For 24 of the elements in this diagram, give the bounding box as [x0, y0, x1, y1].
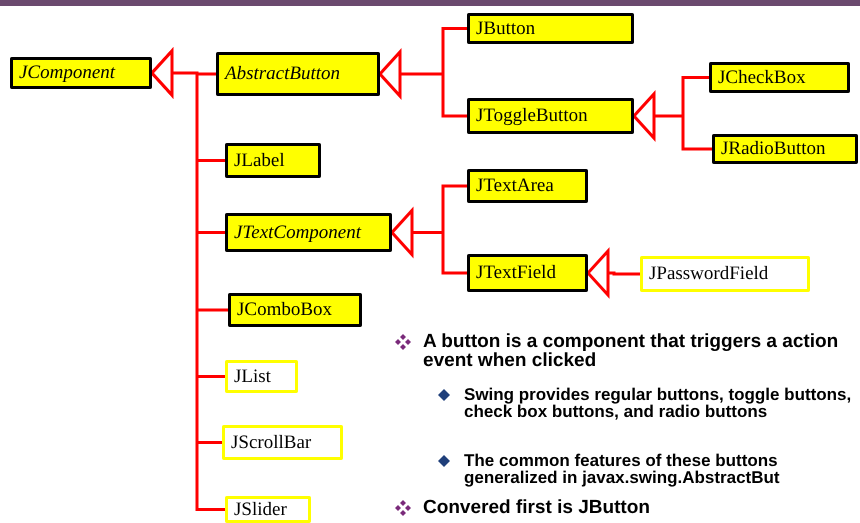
- class-box: JTextComponent: [225, 213, 392, 252]
- class-box: JList: [225, 360, 298, 393]
- inheritance-arrow: [586, 250, 640, 296]
- class-box: JComponent: [10, 57, 152, 89]
- class-box: JToggleButton: [467, 98, 634, 134]
- class-box: JLabel: [225, 143, 321, 178]
- inheritance-arrow: [390, 209, 467, 274]
- bullet-text: A button is a component that triggers a action event when clicked: [423, 332, 840, 370]
- class-box: JRadioButton: [712, 134, 858, 164]
- bullet-text: Swing provides regular buttons, toggle buttons, check box buttons, and radio buttons: [464, 386, 852, 420]
- class-box: JComboBox: [228, 293, 362, 327]
- class-box: JTextArea: [467, 169, 588, 203]
- class-box: JCheckBox: [709, 62, 850, 93]
- inheritance-arrow: [150, 50, 225, 511]
- class-box: JScrollBar: [222, 425, 343, 460]
- inheritance-arrow: [378, 50, 467, 118]
- inheritance-arrow: [632, 92, 712, 150]
- bullet-text: Convered first is JButton: [423, 498, 651, 517]
- class-box: JButton: [467, 13, 634, 44]
- class-box: AbstractButton: [216, 52, 380, 96]
- bullet-text: The common features of these buttons generalized in javax.swing.AbstractBut: [464, 452, 781, 486]
- class-box: JTextField: [467, 254, 588, 292]
- class-box: JPasswordField: [640, 256, 810, 292]
- class-box: JSlider: [225, 496, 311, 523]
